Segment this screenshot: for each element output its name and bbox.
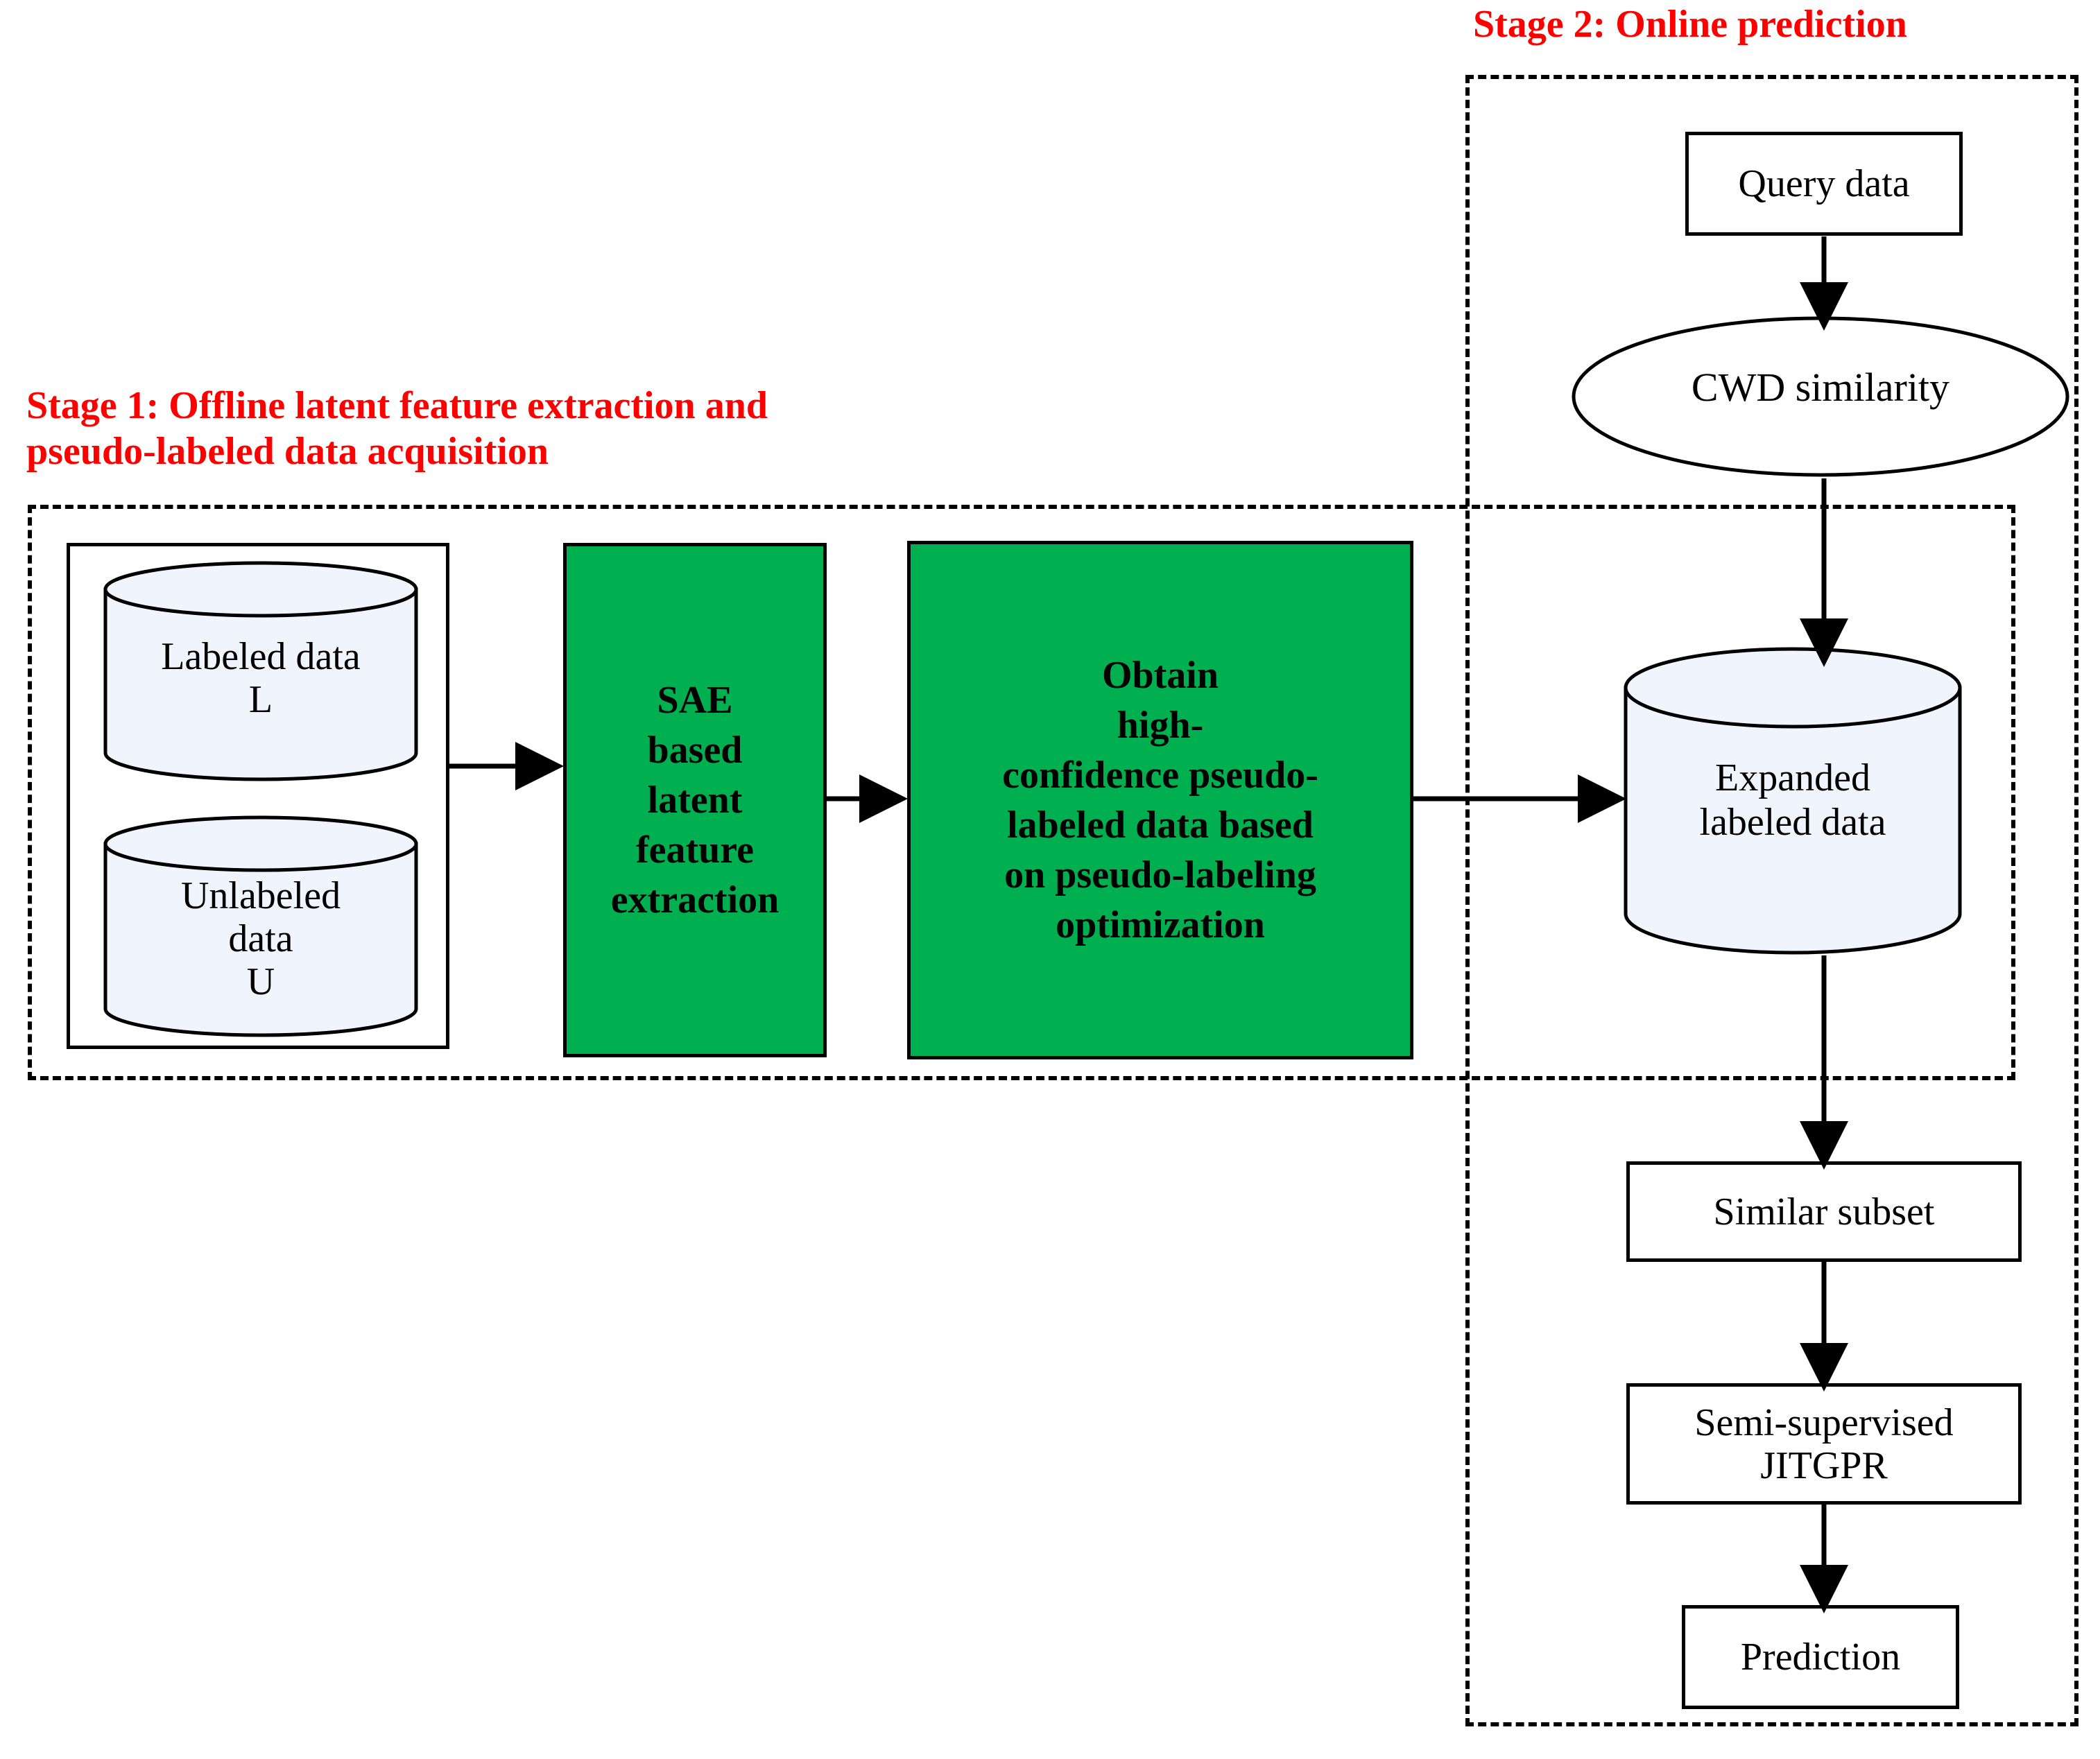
labeled-data-cylinder: Labeled data L xyxy=(103,560,419,782)
prediction-box: Prediction xyxy=(1682,1605,1959,1709)
stage-1-region xyxy=(28,505,2015,1080)
cwd-similarity-ellipse: CWD similarity xyxy=(1571,315,2070,478)
stage-2-title: Stage 2: Online prediction xyxy=(1473,3,1907,46)
unlabeled-data-cylinder: Unlabeled data U xyxy=(103,815,419,1038)
input-data-group-box xyxy=(67,543,449,1049)
semi-supervised-jitgpr-box: Semi-supervised JITGPR xyxy=(1626,1383,2022,1505)
query-data-box: Query data xyxy=(1685,132,1963,236)
stage-1-title: Stage 1: Offline latent feature extracti… xyxy=(26,384,768,473)
stage-2-region xyxy=(1465,75,2079,1726)
pseudo-labeling-optimization-process: Obtain high- confidence pseudo- labeled … xyxy=(907,541,1413,1059)
similar-subset-box: Similar subset xyxy=(1626,1161,2022,1262)
expanded-labeled-data-cylinder: Expanded labeled data xyxy=(1623,645,1963,957)
sae-latent-feature-extraction-process: SAE based latent feature extraction xyxy=(563,543,827,1057)
